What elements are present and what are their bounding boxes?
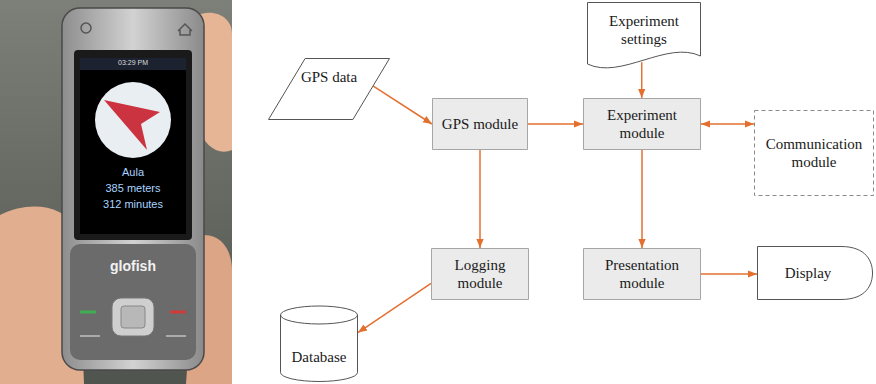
- brand-logo: glofish: [110, 258, 156, 274]
- screen-text: 312 minutes: [103, 198, 163, 210]
- node-text: Experiment module: [589, 106, 695, 142]
- screen-bezel: [74, 50, 192, 240]
- dashed-box: Communication module: [754, 110, 874, 196]
- dashed-box-path: [755, 111, 874, 196]
- nav-pad: [112, 298, 154, 336]
- database-cylinder: Database: [280, 306, 358, 382]
- database-cylinder-outline: [280, 306, 358, 382]
- flow-arrow: [641, 62, 643, 98]
- screen-text: Aula: [122, 166, 144, 178]
- home-icon: [178, 24, 192, 35]
- screen-text: 385 meters: [105, 182, 160, 194]
- process-box: Presentation module: [583, 248, 701, 300]
- process-box-path: [432, 249, 529, 300]
- phone-screen: [80, 58, 186, 234]
- gps-icon: [81, 23, 91, 33]
- document-shape: Experiment settings: [587, 2, 701, 72]
- phone-lower-face: [70, 244, 196, 360]
- process-box-outline: [431, 248, 529, 300]
- process-box: Logging module: [431, 248, 529, 300]
- dashed-box-outline: [754, 110, 874, 196]
- flow-arrow: [701, 273, 757, 275]
- nav-center-key: [121, 306, 145, 328]
- data-parallelogram-outline: [268, 58, 390, 120]
- soft-keys: [80, 335, 186, 337]
- data-parallelogram: GPS data: [268, 58, 390, 120]
- cylinder-rim: [281, 315, 358, 324]
- display-shape-path: [758, 247, 873, 300]
- node-text: Communication module: [760, 135, 868, 171]
- process-box: Experiment module: [583, 98, 701, 150]
- status-bar: [80, 58, 186, 70]
- process-box-outline: [583, 248, 701, 300]
- compass-arrow: [104, 100, 160, 150]
- process-box-outline: [583, 98, 701, 150]
- node-text: Database: [292, 348, 347, 366]
- document-shape-path: [588, 3, 701, 68]
- flow-arrow: [358, 283, 431, 332]
- end-key: [170, 311, 186, 314]
- phone-body: [62, 8, 204, 370]
- flow-arrow: [701, 123, 754, 125]
- photo-background: [0, 0, 232, 384]
- node-text: GPS module: [442, 115, 518, 133]
- flow-arrow: [641, 150, 643, 248]
- call-key: [80, 311, 96, 314]
- process-box-path: [584, 99, 701, 150]
- process-box: GPS module: [432, 98, 528, 150]
- node-text: GPS data: [301, 68, 357, 86]
- process-box-path: [584, 249, 701, 300]
- status-time: 03:29 PM: [118, 59, 148, 66]
- node-text: Logging module: [437, 256, 523, 292]
- database-cylinder-path: [281, 306, 358, 381]
- node-text: Experiment settings: [595, 12, 693, 48]
- compass-dial: [95, 82, 171, 158]
- process-box-path: [433, 99, 528, 150]
- display-shape: Display: [757, 246, 873, 300]
- node-text: Display: [785, 264, 832, 282]
- flow-arrow: [479, 150, 481, 248]
- flow-arrow: [528, 123, 583, 125]
- data-parallelogram-path: [269, 59, 390, 120]
- node-text: Presentation module: [589, 256, 695, 292]
- flow-arrow: [373, 86, 432, 124]
